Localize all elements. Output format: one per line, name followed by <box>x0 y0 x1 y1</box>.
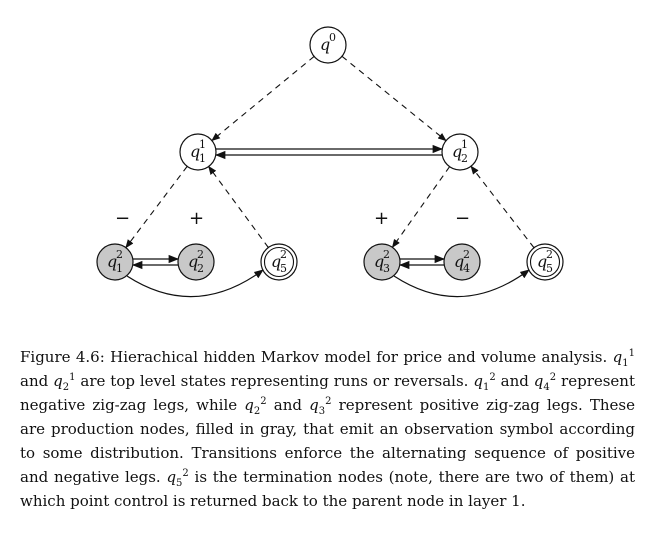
node-circle <box>179 133 217 171</box>
figure-caption: Figure 4.6: Hierachical hidden Markov mo… <box>20 345 635 513</box>
edge-q2_5b-q1_2 <box>470 165 535 249</box>
edges <box>125 55 535 298</box>
node-circle <box>526 243 564 281</box>
edge-q1_1-q2_1 <box>125 166 188 249</box>
minus-sign-left: − <box>115 208 130 229</box>
node-circle <box>309 26 347 64</box>
node-label: q0 <box>320 31 336 54</box>
node-inner-ring <box>529 246 561 278</box>
edge-q2_1-q2_5a <box>126 269 264 298</box>
node-circle <box>443 243 481 281</box>
minus-sign-right: − <box>455 208 470 229</box>
node-circle <box>177 243 215 281</box>
node-circle <box>96 243 134 281</box>
edge-q2_5a-q1_1 <box>208 165 269 248</box>
edge-q0-q1_2 <box>341 55 447 142</box>
plus-sign-left: + <box>189 208 204 229</box>
node-inner-ring <box>263 246 295 278</box>
caption-text: Hierachical hidden Markov model for pric… <box>20 348 635 510</box>
edge-q1_2-q2_3 <box>391 166 451 249</box>
plus-sign-right: + <box>374 208 389 229</box>
node-circle <box>260 243 298 281</box>
node-circle <box>441 133 479 171</box>
edge-q2_3-q2_5b <box>393 269 530 298</box>
caption-label: Figure 4.6: <box>20 348 105 366</box>
node-q0: q0 <box>309 26 347 64</box>
node-circle <box>363 243 401 281</box>
edge-q0-q1_1 <box>211 56 315 142</box>
